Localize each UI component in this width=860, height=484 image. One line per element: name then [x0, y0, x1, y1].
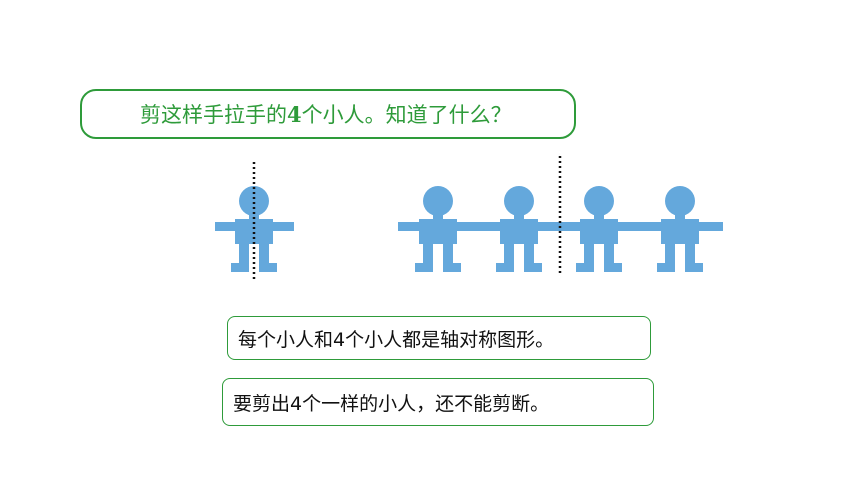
question-text-after: 个小人。知道了什么？ — [301, 103, 512, 127]
linked-figure-1 — [415, 186, 461, 272]
answer-box-2: 要剪出4个一样的小人，还不能剪断。 — [222, 378, 654, 426]
linked-figure-4 — [657, 186, 703, 272]
linked-figure-2 — [496, 186, 542, 272]
linked-figure-3 — [576, 186, 622, 272]
four-linked-figures — [398, 186, 723, 272]
answer-text-1: 每个小人和4个小人都是轴对称图形。 — [238, 328, 555, 351]
single-figure — [215, 186, 294, 272]
answer-box-1: 每个小人和4个小人都是轴对称图形。 — [227, 316, 651, 360]
question-number: 4 — [287, 101, 302, 127]
question-text-before: 剪这样手拉手的 — [140, 103, 287, 127]
answer-text-2: 要剪出4个一样的小人，还不能剪断。 — [233, 392, 550, 415]
